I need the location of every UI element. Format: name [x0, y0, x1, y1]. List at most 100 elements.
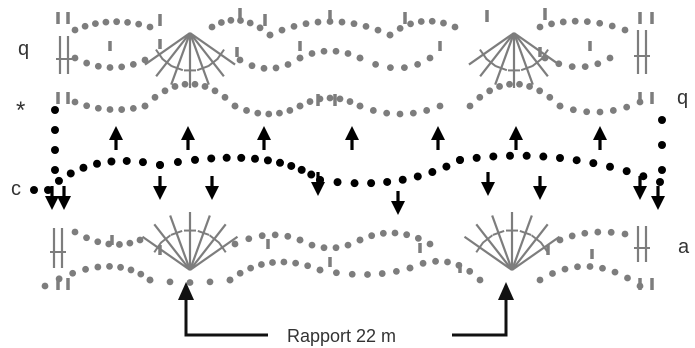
- chain-stitch: [94, 238, 102, 246]
- chain-stitch: [292, 259, 300, 267]
- chain-stitch: [254, 109, 262, 117]
- chain-stitch: [217, 19, 225, 26]
- arrow-head-icon: [651, 196, 665, 210]
- chain-stitch: [236, 269, 244, 277]
- treble-crossbar: [218, 241, 227, 253]
- chain-stitch: [374, 26, 382, 34]
- treble-stitch: [169, 215, 192, 271]
- chain-stitch: [372, 61, 379, 68]
- chain-stitch: [623, 103, 631, 111]
- chain-stitch: [414, 61, 421, 68]
- chain-stitch: [44, 186, 52, 194]
- chain-stitch: [71, 98, 79, 106]
- chain-stitch: [621, 26, 629, 34]
- chain-stitch: [658, 141, 666, 149]
- chain-stitch: [296, 54, 304, 62]
- arrow-head-icon: [391, 201, 405, 215]
- chain-stitch: [536, 23, 544, 31]
- chain-stitch: [237, 153, 246, 162]
- chain-stitch: [243, 107, 250, 114]
- chain-stitch: [302, 20, 310, 28]
- arrow-head-icon: [205, 186, 219, 200]
- chain-stitch: [594, 60, 602, 68]
- chain-stitch: [568, 232, 576, 240]
- arrow-head-icon: [181, 126, 195, 140]
- chain-stitch: [414, 234, 422, 242]
- chain-stitch: [260, 64, 268, 72]
- chain-stitch: [51, 126, 59, 134]
- chain-stitch: [245, 235, 253, 243]
- chain-stitch: [367, 179, 376, 188]
- chain-stitch: [398, 175, 407, 184]
- treble-crossbar: [208, 234, 220, 244]
- arrow-head-icon: [593, 126, 607, 140]
- chain-stitch: [54, 176, 63, 185]
- chain-stitch: [71, 228, 79, 236]
- chain-stitch: [30, 186, 38, 194]
- chain-stitch: [571, 17, 579, 25]
- chain-stitch: [611, 268, 619, 276]
- treble-stitch: [155, 32, 191, 78]
- chain-stitch: [407, 20, 414, 28]
- treble-crossbar: [530, 234, 542, 244]
- chain-stitch: [561, 265, 569, 273]
- chain-stitch: [248, 62, 256, 70]
- treble-stitch: [513, 32, 560, 66]
- treble-crossbar: [495, 65, 508, 72]
- chain-stitch: [146, 23, 154, 31]
- chain-stitch: [207, 154, 216, 163]
- treble-crossbar: [160, 234, 172, 244]
- chain-stitch: [306, 98, 314, 105]
- chain-stitch: [137, 270, 145, 278]
- repeat-bracket-left-line: [184, 296, 268, 337]
- treble-crossbar: [482, 234, 494, 244]
- chain-stitch: [489, 152, 498, 161]
- treble-crossbar: [207, 57, 219, 67]
- chain-stitch: [346, 98, 354, 105]
- repeat-arrow-left-icon: [178, 282, 194, 300]
- chain-stitch: [107, 157, 116, 166]
- chain-stitch: [51, 166, 59, 174]
- chain-stitch: [379, 229, 387, 237]
- arrow-head-icon: [509, 126, 523, 140]
- chain-stitch: [136, 236, 144, 244]
- chain-stitch: [191, 80, 199, 88]
- treble-crossbar: [531, 57, 543, 67]
- arrow-head-icon: [633, 186, 647, 200]
- chain-stitch: [574, 263, 581, 271]
- chain-stitch: [506, 80, 513, 88]
- arrow-head-icon: [533, 186, 547, 200]
- chain-stitch: [326, 94, 334, 102]
- chain-stitch: [271, 231, 279, 239]
- chain-stitch: [83, 59, 91, 67]
- chain-stitch: [432, 257, 439, 265]
- treble-crossbar: [475, 241, 484, 253]
- treble-crossbar: [171, 65, 184, 72]
- chain-stitch: [472, 153, 481, 162]
- chain-stitch: [231, 102, 239, 110]
- chain-stitch: [476, 93, 484, 101]
- treble-stitch: [512, 32, 534, 86]
- chain-stitch: [246, 19, 254, 27]
- chain-stitch: [522, 151, 531, 160]
- chain-stitch: [581, 229, 589, 237]
- chain-stitch: [332, 244, 340, 252]
- chain-stitch: [606, 162, 614, 171]
- chain-stitch: [206, 278, 214, 286]
- chain-stitch: [423, 107, 431, 114]
- treble-stitch: [153, 223, 191, 271]
- chain-stitch: [344, 50, 352, 57]
- arrow-head-icon: [311, 182, 325, 196]
- chain-stitch: [599, 264, 606, 272]
- chain-stitch: [356, 54, 364, 62]
- treble-stitch: [511, 223, 549, 271]
- chain-stitch: [581, 63, 589, 71]
- chain-stitch: [442, 162, 451, 171]
- chain-stitch: [94, 62, 102, 70]
- chain-stitch: [146, 276, 154, 284]
- treble-crossbar: [161, 57, 173, 67]
- chain-stitch: [622, 167, 631, 176]
- chain-stitch: [486, 87, 494, 95]
- chain-stitch: [129, 60, 137, 68]
- chain-stitch: [181, 80, 189, 88]
